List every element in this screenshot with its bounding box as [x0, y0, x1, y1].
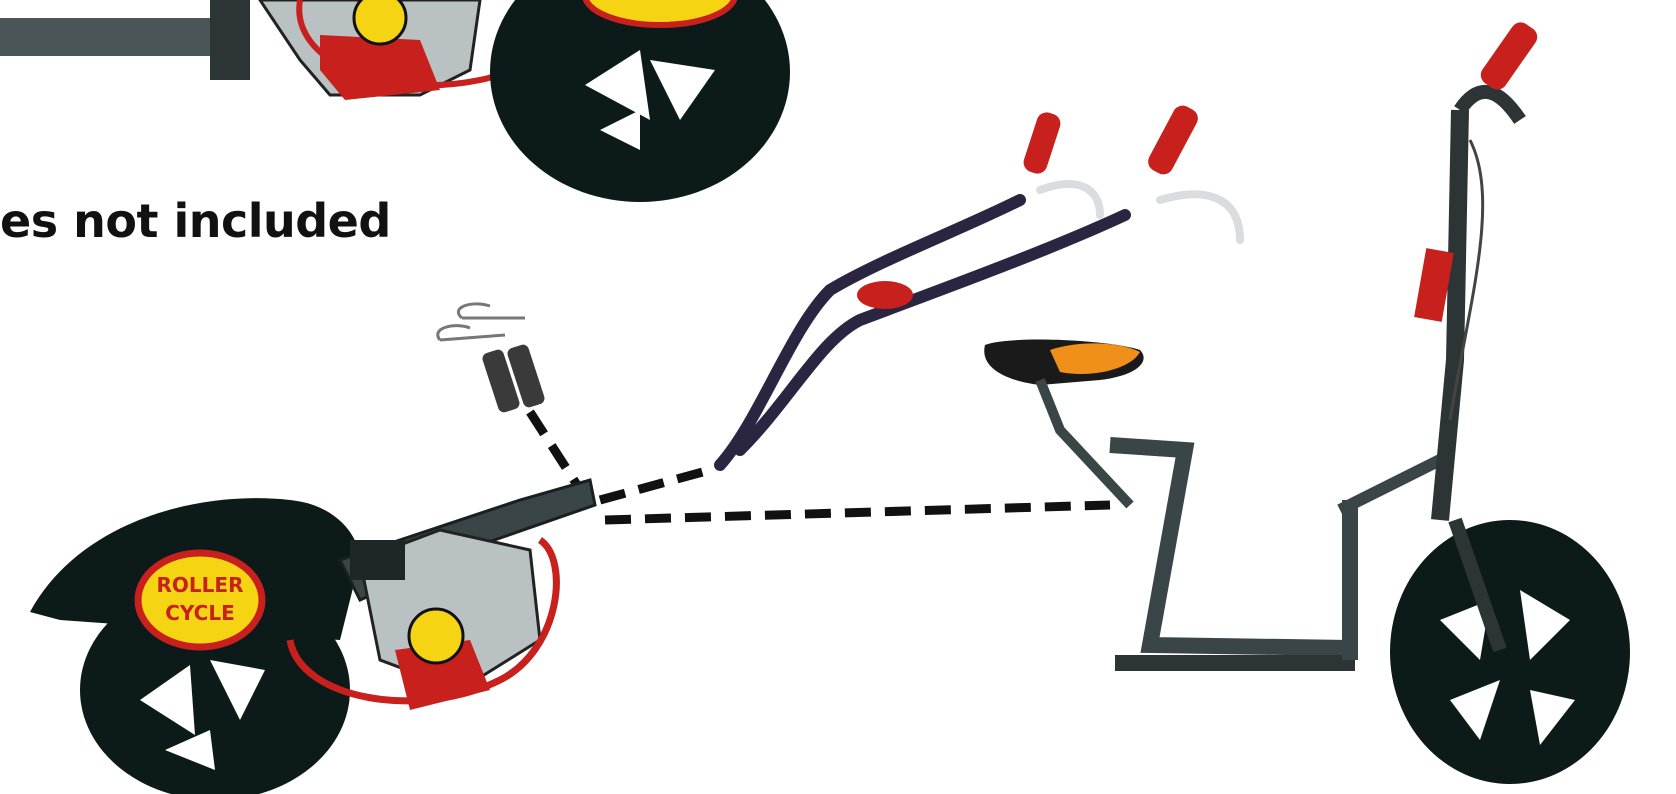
front-fork-assembly — [1340, 18, 1630, 784]
top-engine-yellow-badge — [354, 0, 406, 44]
handlebar-red-clamp — [857, 281, 913, 309]
caption-text: es not included — [0, 198, 391, 244]
top-scooter-cropped — [0, 0, 790, 202]
engine-carburetor — [350, 540, 405, 580]
top-frame-bracket — [210, 0, 250, 80]
front-tire — [1390, 520, 1630, 784]
handlebar-assembly — [720, 102, 1240, 465]
right-grip — [1145, 102, 1202, 178]
engine-yellow-badge — [409, 609, 463, 663]
right-brake-lever — [1160, 194, 1240, 240]
front-handlebar — [1460, 92, 1520, 120]
front-brace — [1340, 460, 1440, 510]
logo-text-cycle: CYCLE — [165, 601, 235, 625]
seat-frame-base-rail — [1115, 655, 1355, 671]
left-grip — [1021, 110, 1063, 176]
front-grip — [1477, 18, 1541, 93]
seat-assembly — [984, 340, 1355, 671]
left-brake-lever — [1040, 184, 1100, 215]
front-steering-column — [1440, 110, 1460, 520]
dash-hitch-to-seat-frame — [605, 505, 1110, 520]
dash-hitch-to-handlebar — [600, 470, 710, 500]
rear-drive-unit: ROLLER CYCLE — [30, 480, 595, 794]
roller-cycle-logo-badge — [138, 553, 262, 647]
hitch-pins — [438, 304, 546, 414]
hitch-pin-1 — [458, 304, 525, 318]
assembly-dashed-lines — [530, 412, 1110, 520]
hitch-pin-2 — [438, 326, 505, 340]
logo-text-roller: ROLLER — [157, 573, 244, 597]
seat-frame-z — [1110, 445, 1350, 648]
top-frame-bar — [0, 18, 245, 56]
